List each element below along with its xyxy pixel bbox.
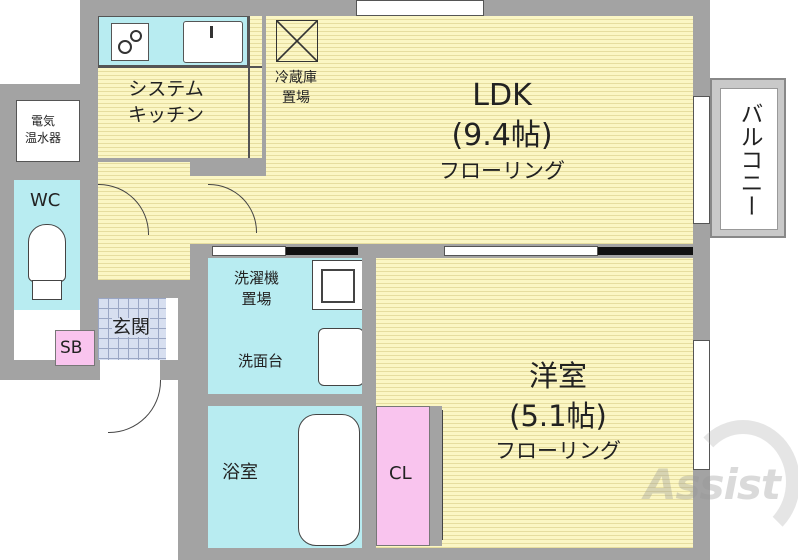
balcony-window	[693, 96, 710, 224]
western-label: 洋室 (5.1帖) フローリング	[495, 359, 621, 463]
shoe-box: SB	[55, 330, 95, 366]
ldk-label: LDK (9.4帖) フローリング	[439, 78, 565, 183]
shoe-box-label: SB	[60, 338, 83, 358]
washing-machine-icon	[312, 260, 364, 310]
balcony-label: バルコニー	[736, 102, 762, 217]
fridge-space-icon	[276, 20, 318, 62]
bathroom: 浴室	[208, 406, 374, 550]
entrance-door-icon	[108, 380, 161, 433]
water-heater-label: 電気 温水器	[25, 114, 62, 145]
laundry-label: 洗濯機 置場	[234, 269, 280, 308]
bathtub-icon	[298, 414, 360, 546]
wc-room: WC	[14, 180, 80, 310]
wc-label: WC	[30, 190, 61, 211]
washbasin-label: 洗面台	[238, 352, 284, 370]
toilet-icon	[28, 224, 66, 282]
ldk-room	[264, 16, 693, 244]
entrance-label: 玄関	[112, 316, 151, 338]
sink-icon	[183, 21, 243, 63]
washbasin-icon	[318, 328, 364, 386]
assist-logo: Assist	[640, 420, 798, 550]
stove-icon	[111, 23, 149, 61]
closet-label: CL	[389, 463, 412, 484]
kitchen-counter	[98, 16, 248, 66]
kitchen-label: システム キッチン	[128, 78, 205, 126]
bathroom-label: 浴室	[222, 462, 258, 483]
closet: CL	[376, 406, 430, 546]
top-window	[356, 0, 484, 16]
closet-door-icon	[442, 410, 457, 540]
water-heater: 電気 温水器	[16, 100, 80, 162]
laundry-area: 洗濯機 置場 洗面台	[208, 258, 376, 394]
balcony: バルコニー	[710, 78, 786, 238]
fridge-label: 冷蔵庫 置場	[275, 70, 317, 106]
